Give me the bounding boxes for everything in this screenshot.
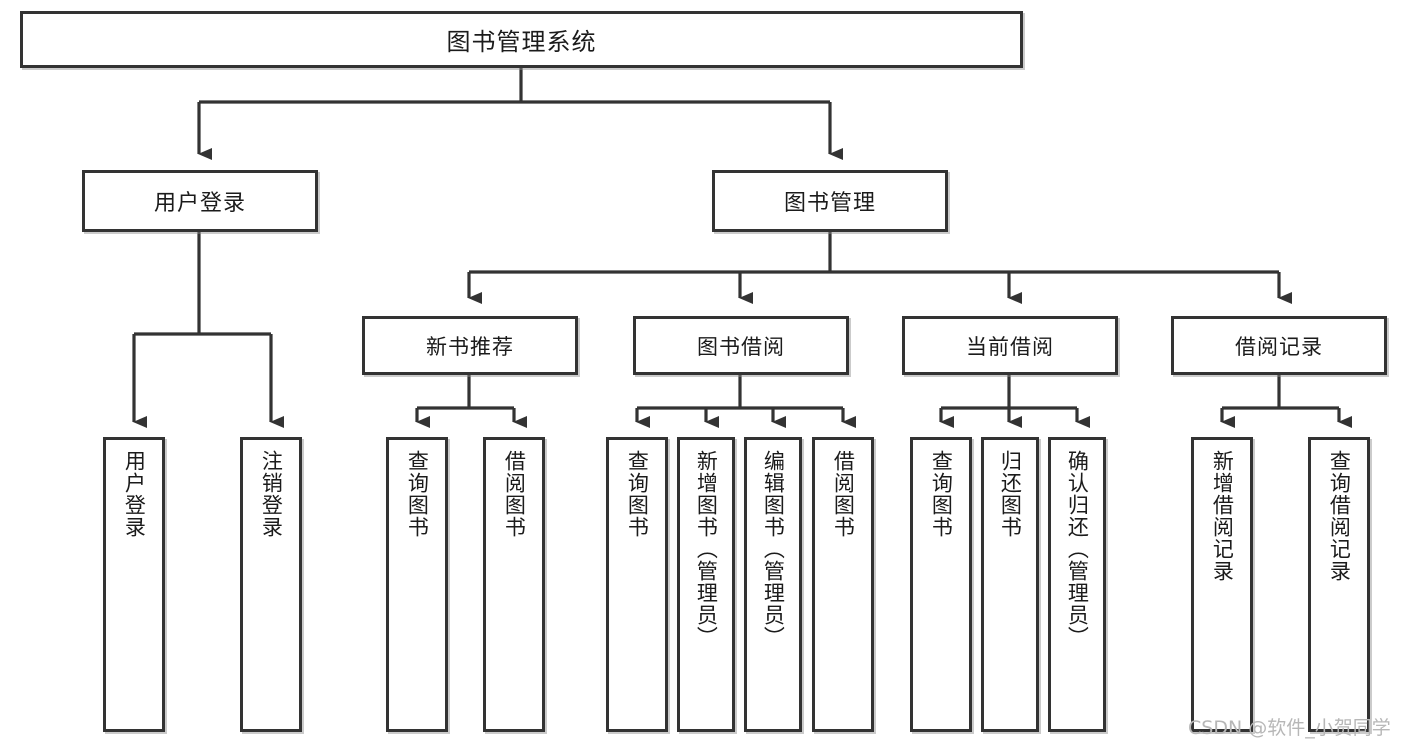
leaf-edit-book-label: 编辑图书（管理员） — [761, 450, 786, 648]
leaf-user-logout[interactable]: 注销登录 — [240, 437, 302, 732]
leaf-query-book-3-label: 查询图书 — [929, 450, 954, 538]
node-book-manage[interactable]: 图书管理 — [712, 170, 948, 232]
node-borrow-record-label: 借阅记录 — [1235, 334, 1323, 359]
node-root-label: 图书管理系统 — [446, 28, 597, 56]
leaf-user-login[interactable]: 用户登录 — [103, 437, 165, 732]
leaf-user-login-label: 用户登录 — [122, 450, 147, 538]
leaf-confirm-return[interactable]: 确认归还（管理员） — [1048, 437, 1106, 732]
leaf-add-book-label: 新增图书（管理员） — [694, 450, 719, 648]
leaf-return-book-label: 归还图书 — [998, 450, 1023, 538]
node-user-login-label: 用户登录 — [153, 191, 246, 216]
node-current-borrow-label: 当前借阅 — [966, 334, 1054, 359]
node-book-borrow[interactable]: 图书借阅 — [633, 316, 849, 375]
leaf-return-book[interactable]: 归还图书 — [981, 437, 1039, 732]
node-current-borrow[interactable]: 当前借阅 — [902, 316, 1118, 375]
leaf-add-book[interactable]: 新增图书（管理员） — [677, 437, 735, 732]
leaf-borrow-book-2[interactable]: 借阅图书 — [812, 437, 874, 732]
leaf-query-book-1-label: 查询图书 — [405, 450, 430, 538]
leaf-borrow-book-2-label: 借阅图书 — [831, 450, 856, 538]
node-book-manage-label: 图书管理 — [783, 191, 876, 216]
leaf-query-book-2-label: 查询图书 — [625, 450, 650, 538]
node-new-book-recommend-label: 新书推荐 — [426, 334, 514, 359]
leaf-query-book-3[interactable]: 查询图书 — [910, 437, 972, 732]
leaf-confirm-return-label: 确认归还（管理员） — [1065, 450, 1090, 648]
leaf-add-record[interactable]: 新增借阅记录 — [1191, 437, 1253, 732]
leaf-user-logout-label: 注销登录 — [259, 450, 284, 538]
node-root[interactable]: 图书管理系统 — [20, 11, 1023, 68]
node-user-login[interactable]: 用户登录 — [82, 170, 318, 232]
node-new-book-recommend[interactable]: 新书推荐 — [362, 316, 578, 375]
leaf-query-record[interactable]: 查询借阅记录 — [1308, 437, 1370, 732]
watermark: CSDN @软件_小贺同学 — [1188, 717, 1391, 739]
leaf-borrow-book-1-label: 借阅图书 — [502, 450, 527, 538]
leaf-query-record-label: 查询借阅记录 — [1327, 450, 1352, 582]
node-borrow-record[interactable]: 借阅记录 — [1171, 316, 1387, 375]
leaf-add-record-label: 新增借阅记录 — [1210, 450, 1235, 582]
leaf-edit-book[interactable]: 编辑图书（管理员） — [744, 437, 802, 732]
leaf-query-book-2[interactable]: 查询图书 — [606, 437, 668, 732]
leaf-borrow-book-1[interactable]: 借阅图书 — [483, 437, 545, 732]
leaf-query-book-1[interactable]: 查询图书 — [386, 437, 448, 732]
node-book-borrow-label: 图书借阅 — [697, 334, 785, 359]
